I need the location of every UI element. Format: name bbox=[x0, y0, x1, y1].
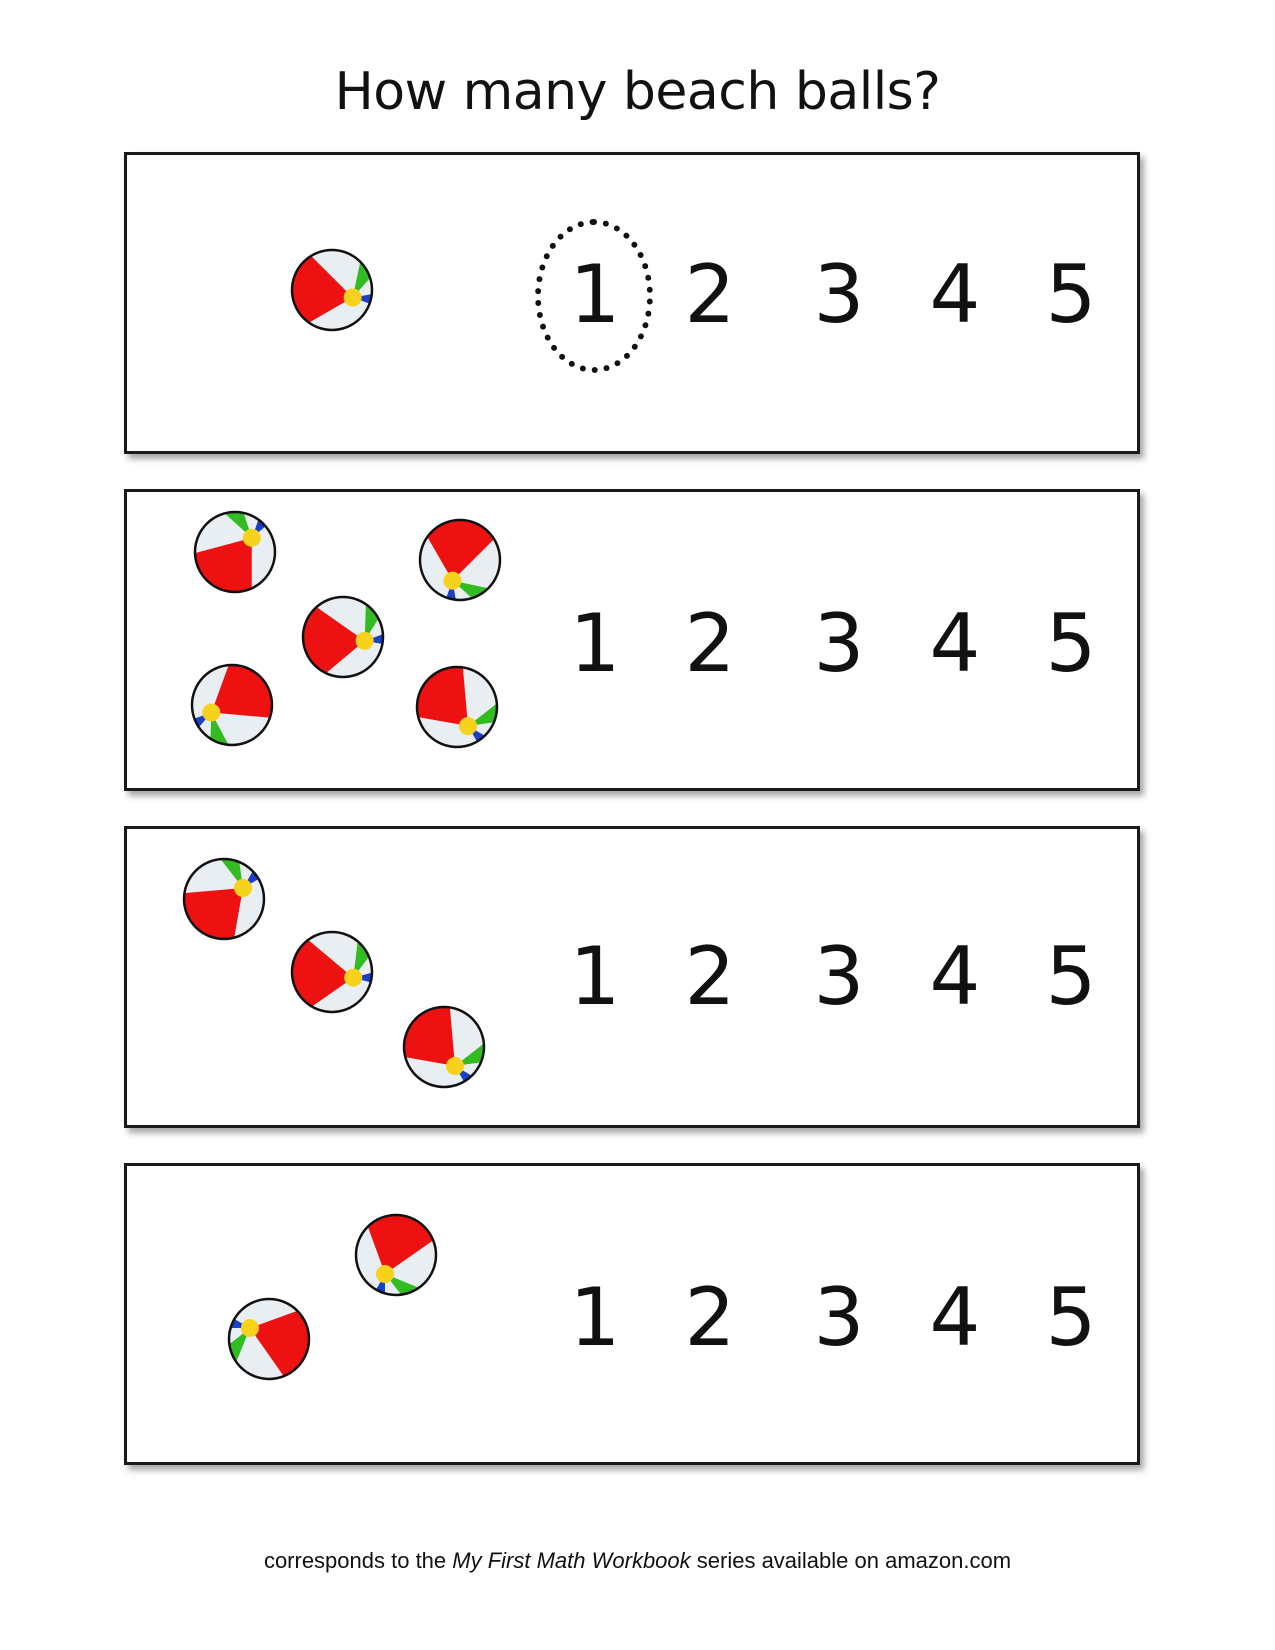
beach-ball-group bbox=[290, 248, 374, 332]
answer-choice-2[interactable]: 2 bbox=[684, 930, 736, 1023]
beach-ball-icon bbox=[227, 1297, 311, 1381]
beach-ball-icon bbox=[182, 857, 266, 941]
answer-choice-3[interactable]: 3 bbox=[813, 248, 865, 341]
answer-choice-5[interactable]: 5 bbox=[1045, 1271, 1097, 1364]
footer-note: corresponds to the My First Math Workboo… bbox=[0, 1548, 1275, 1574]
beach-ball-icon bbox=[354, 1213, 438, 1297]
answer-choice-3[interactable]: 3 bbox=[813, 597, 865, 690]
answer-choice-2[interactable]: 2 bbox=[684, 248, 736, 341]
answer-choice-4[interactable]: 4 bbox=[929, 248, 981, 341]
beach-ball-icon bbox=[402, 1005, 486, 1089]
answer-choice-1[interactable]: 1 bbox=[569, 1271, 621, 1364]
answer-choice-5[interactable]: 5 bbox=[1045, 930, 1097, 1023]
answer-choice-1[interactable]: 1 bbox=[569, 248, 621, 341]
beach-ball-icon bbox=[193, 510, 277, 594]
beach-ball-icon bbox=[190, 663, 274, 747]
answer-choice-3[interactable]: 3 bbox=[813, 1271, 865, 1364]
answer-choice-4[interactable]: 4 bbox=[929, 930, 981, 1023]
answer-choice-2[interactable]: 2 bbox=[684, 1271, 736, 1364]
answer-choice-5[interactable]: 5 bbox=[1045, 248, 1097, 341]
footer-suffix: series available on amazon.com bbox=[690, 1548, 1012, 1573]
answer-choice-4[interactable]: 4 bbox=[929, 1271, 981, 1364]
page-title: How many beach balls? bbox=[334, 62, 941, 122]
beach-ball-group bbox=[227, 1213, 438, 1381]
footer-prefix: corresponds to the bbox=[263, 1548, 453, 1573]
answer-choice-1[interactable]: 1 bbox=[569, 930, 621, 1023]
answer-choice-4[interactable]: 4 bbox=[929, 597, 981, 690]
beach-ball-icon bbox=[415, 665, 499, 749]
beach-ball-icon bbox=[290, 248, 374, 332]
answer-choice-2[interactable]: 2 bbox=[684, 597, 736, 690]
answer-choice-3[interactable]: 3 bbox=[813, 930, 865, 1023]
answer-choice-5[interactable]: 5 bbox=[1045, 597, 1097, 690]
footer-book-title: My First Math Workbook bbox=[452, 1548, 691, 1573]
beach-ball-group bbox=[182, 857, 486, 1089]
answer-choice-1[interactable]: 1 bbox=[569, 597, 621, 690]
beach-ball-group bbox=[190, 510, 502, 749]
